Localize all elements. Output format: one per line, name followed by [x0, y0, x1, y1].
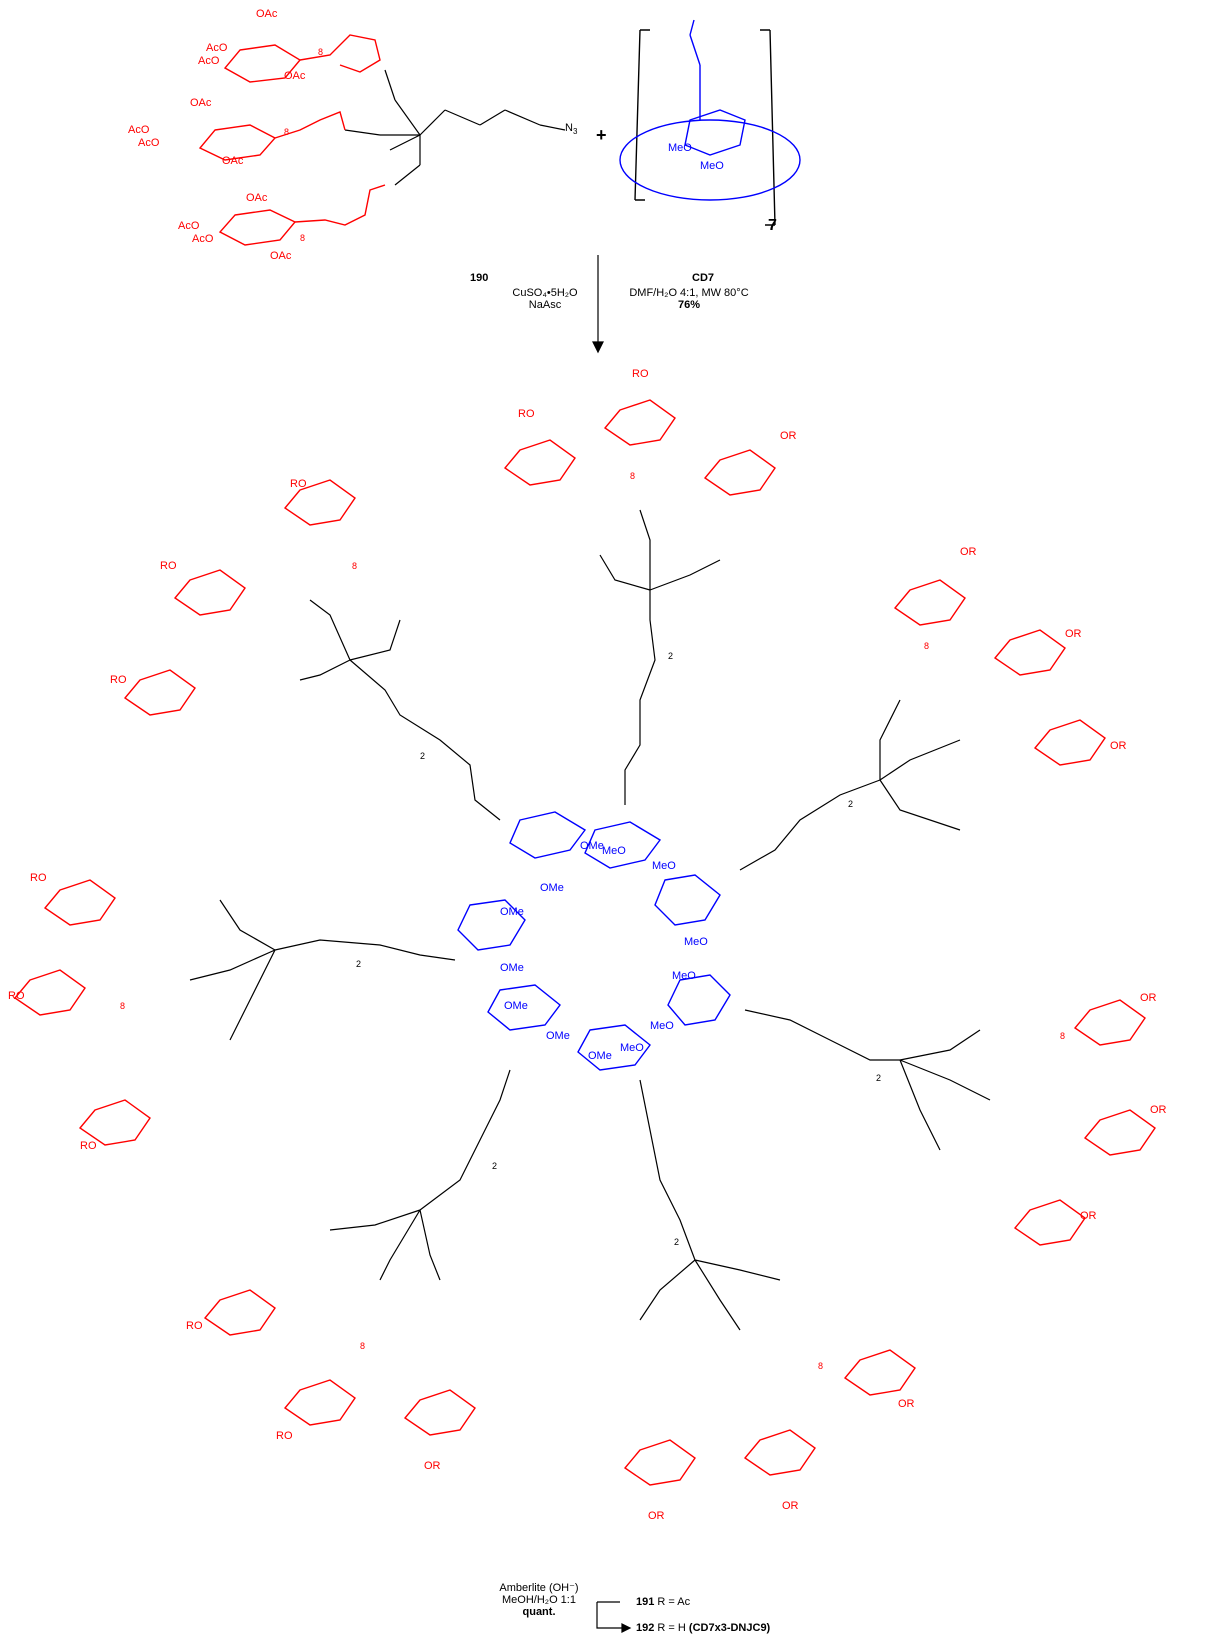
hydroxyl-label: RO — [8, 990, 25, 1002]
cd-ome-label: OMe — [580, 840, 604, 852]
acetate-label: AcO — [206, 42, 228, 54]
hydroxyl-label: RO — [276, 1430, 293, 1442]
step2-reagent: Amberlite (OH⁻) — [499, 1582, 579, 1594]
product-linkers — [189, 509, 991, 1331]
hydroxyl-label: OR — [1080, 1210, 1097, 1222]
step1-reagent: NaAsc — [528, 299, 562, 311]
acetate-label: AcO — [192, 233, 214, 245]
acetate-label: OAc — [190, 97, 212, 109]
product-cyclodextrin-core — [457, 811, 731, 1071]
cd-meo-label: MeO — [620, 1042, 644, 1054]
peg-subscript: 2 — [674, 1237, 680, 1247]
peg-subscript: 2 — [356, 959, 362, 969]
step1-yield: 76% — [677, 299, 701, 311]
hydroxyl-label: RO — [30, 872, 47, 884]
hydroxyl-label: OR — [1110, 740, 1127, 752]
cd-meo-label: MeO — [652, 860, 676, 872]
step2-arrow — [596, 1601, 632, 1633]
acetate-label: OAc — [256, 8, 278, 20]
acetate-label: OAc — [270, 250, 292, 262]
acetate-label: AcO — [128, 124, 150, 136]
cd-meo-label: MeO — [672, 970, 696, 982]
cd-meo-label: MeO — [602, 845, 626, 857]
chain-subscript: 8 — [300, 233, 306, 243]
peg-subscript: 2 — [420, 751, 426, 761]
step1-conditions: DMF/H₂O 4:1, MW 80°C — [629, 287, 749, 299]
hydroxyl-label: OR — [960, 546, 977, 558]
hydroxyl-label: OR — [648, 1510, 665, 1522]
peg-subscript: 2 — [492, 1161, 498, 1171]
chain-subscript: 8 — [1060, 1031, 1066, 1041]
cd-ome-label: OMe — [500, 906, 524, 918]
cd-ome-label: OMe — [588, 1050, 612, 1062]
chain-subscript: 8 — [318, 47, 324, 57]
cd-ome-label: OMe — [504, 1000, 528, 1012]
chain-subscript: 8 — [352, 561, 358, 571]
step2-yield: quant. — [522, 1606, 556, 1618]
product-191-label: 191 R = Ac — [636, 1596, 691, 1608]
dendron-190-sugars — [198, 34, 386, 246]
acetate-label: AcO — [198, 55, 220, 67]
step1-arrow — [592, 255, 604, 354]
compound-label-cd7: CD7 — [692, 272, 715, 284]
step1-reagent: CuSO₄•5H₂O — [512, 287, 578, 299]
cd-meo-label: MeO — [684, 936, 708, 948]
cd-ome-label: OMe — [540, 882, 564, 894]
chain-subscript: 8 — [924, 641, 930, 651]
cd7-unit — [619, 19, 801, 226]
hydroxyl-label: OR — [782, 1500, 799, 1512]
hydroxyl-label: OR — [1065, 628, 1082, 640]
chain-subscript: 8 — [818, 1361, 824, 1371]
product-sugar-rings — [13, 399, 1156, 1486]
chain-subscript: 8 — [630, 471, 636, 481]
plus-sign: + — [596, 125, 607, 145]
hydroxyl-label: RO — [632, 368, 649, 380]
chain-subscript: 8 — [284, 127, 290, 137]
hydroxyl-label: RO — [186, 1320, 203, 1332]
cd-repeat-count: 7 — [768, 217, 777, 234]
dendron-190 — [344, 69, 566, 186]
hydroxyl-label: OR — [898, 1398, 915, 1410]
cd-methoxy-label: MeO — [668, 142, 692, 154]
chain-subscript: 8 — [120, 1001, 126, 1011]
hydroxyl-label: RO — [80, 1140, 97, 1152]
cd-ome-label: OMe — [500, 962, 524, 974]
hydroxyl-label: OR — [780, 430, 797, 442]
acetate-label: OAc — [222, 155, 244, 167]
peg-subscript: 2 — [668, 651, 674, 661]
peg-subscript: 2 — [876, 1073, 882, 1083]
peg-subscript: 2 — [848, 799, 854, 809]
step2-reagent: MeOH/H₂O 1:1 — [502, 1594, 576, 1606]
chain-subscript: 8 — [360, 1341, 366, 1351]
acetate-label: OAc — [284, 70, 306, 82]
hydroxyl-label: RO — [110, 674, 127, 686]
product-192-label: 192 R = H (CD7x3-DNJC9) — [636, 1622, 771, 1634]
hydroxyl-label: RO — [290, 478, 307, 490]
hydroxyl-label: RO — [160, 560, 177, 572]
cd-meo-label: MeO — [650, 1020, 674, 1032]
hydroxyl-label: OR — [1150, 1104, 1167, 1116]
acetate-label: OAc — [246, 192, 268, 204]
hydroxyl-label: RO — [518, 408, 535, 420]
hydroxyl-label: OR — [424, 1460, 441, 1472]
cd-methoxy-label: MeO — [700, 160, 724, 172]
hydroxyl-label: OR — [1140, 992, 1157, 1004]
compound-number-190: 190 — [470, 272, 489, 284]
cd-ome-label: OMe — [546, 1030, 570, 1042]
acetate-label: AcO — [178, 220, 200, 232]
acetate-label: AcO — [138, 137, 160, 149]
azide-group: N3 — [565, 122, 578, 137]
